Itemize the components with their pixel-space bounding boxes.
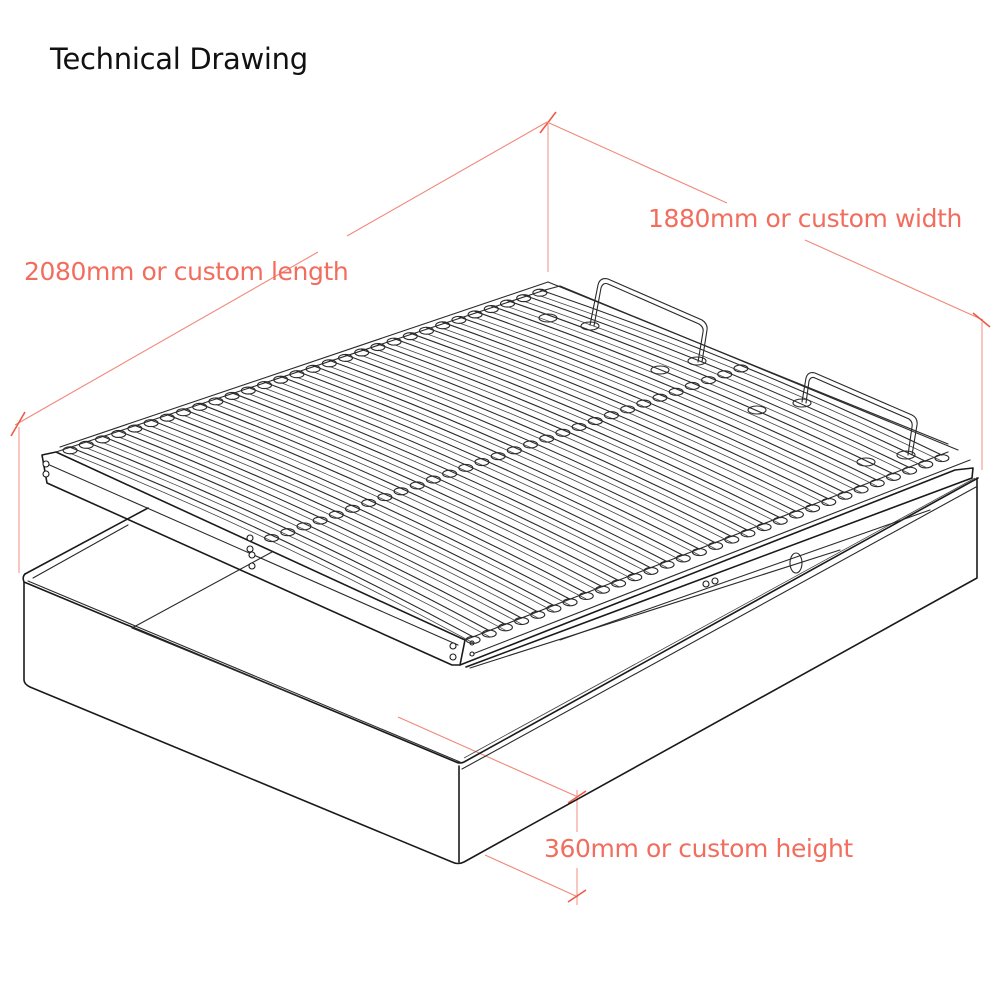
height-dimension-label: 360mm or custom height [544, 834, 853, 863]
length-dimension-label: 2080mm or custom length [24, 257, 349, 286]
page-title: Technical Drawing [50, 42, 308, 76]
width-dimension-label: 1880mm or custom width [648, 204, 962, 233]
dimension-lines [10, 111, 991, 905]
lift-handles [538, 278, 918, 467]
slatted-lift-platform [41, 281, 974, 669]
